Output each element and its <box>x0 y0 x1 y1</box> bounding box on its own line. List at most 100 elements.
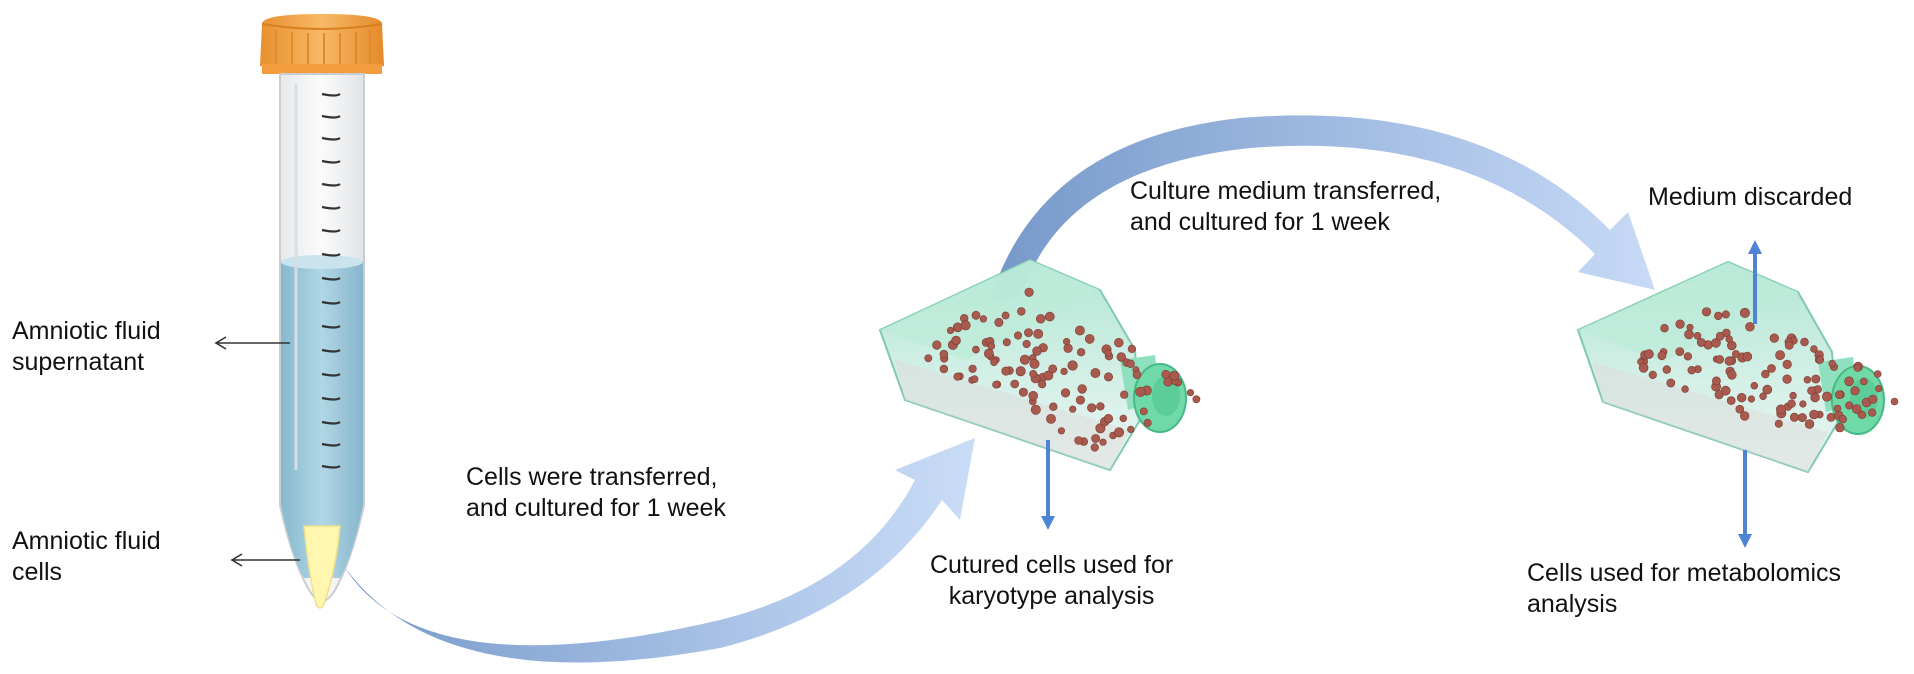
cell-dot <box>1075 395 1085 405</box>
cell-dot <box>1860 377 1868 386</box>
cell-dot <box>1114 427 1125 438</box>
cell-dot <box>1057 427 1065 435</box>
label-step2-line2: and cultured for 1 week <box>1130 208 1390 236</box>
cell-dot <box>994 317 1004 327</box>
cell-dot <box>1775 350 1785 360</box>
cell-dot <box>1018 387 1028 397</box>
label-supernatant-line2: supernatant <box>12 348 145 376</box>
cell-dot <box>1701 307 1712 317</box>
cell-dot <box>1161 369 1171 379</box>
flask-2-cells <box>1637 307 1899 433</box>
cell-dot <box>1675 347 1685 356</box>
cell-dot <box>1037 380 1047 389</box>
cell-dot <box>1103 414 1113 424</box>
cell-dot <box>1868 408 1877 417</box>
tube-graduations <box>321 92 341 469</box>
culture-flask-1 <box>878 258 1187 472</box>
cell-dot <box>1126 359 1135 368</box>
label-supernatant-line1: Amniotic fluid <box>12 317 161 345</box>
cell-dot <box>1032 346 1042 356</box>
cell-dot <box>939 349 949 359</box>
cell-dot <box>1826 412 1836 422</box>
label-step1-line1: Cells were transferred, <box>466 463 718 491</box>
cell-dot <box>1774 419 1783 428</box>
cell-dot <box>1090 368 1101 378</box>
cell-dot <box>1804 419 1815 429</box>
cell-dot <box>1803 376 1812 384</box>
cell-dot <box>1782 359 1792 370</box>
cell-dot <box>1048 364 1058 374</box>
cell-dot <box>1720 385 1731 396</box>
label-metabolomics: Cells used for metabolomics analysis <box>1527 558 1841 620</box>
cell-dot <box>1711 338 1721 348</box>
cell-dot <box>1028 390 1038 401</box>
cell-dot <box>1119 414 1128 423</box>
cell-dot <box>1029 358 1040 369</box>
cell-dot <box>960 320 971 331</box>
cell-dot <box>1714 311 1723 321</box>
cell-dot <box>1684 329 1694 340</box>
cell-dot <box>1759 392 1767 400</box>
cell-dot <box>1033 328 1044 339</box>
cell-dot <box>1745 322 1755 332</box>
tube-cap <box>260 14 384 71</box>
cell-dot <box>1675 319 1685 329</box>
cell-dot <box>1776 404 1786 415</box>
cell-dot <box>1019 354 1030 365</box>
cell-dot <box>1087 403 1097 413</box>
cell-dot <box>1735 404 1745 414</box>
cell-dot <box>1648 370 1657 380</box>
cell-dot <box>1017 307 1026 316</box>
cell-dot <box>1853 363 1862 372</box>
cell-dot <box>1022 339 1031 348</box>
cell-dot <box>1139 407 1148 416</box>
cell-dot <box>1797 413 1807 423</box>
cell-dot <box>1715 355 1724 364</box>
cell-dot <box>1784 340 1794 350</box>
cell-dot <box>1127 344 1136 354</box>
cell-pellet <box>303 525 341 609</box>
process-arrow-1 <box>344 438 975 663</box>
supernatant-liquid <box>281 257 363 578</box>
cell-dot <box>1015 366 1026 377</box>
cell-dot <box>987 342 996 350</box>
cell-dot <box>1644 349 1654 359</box>
cell-dot <box>1030 404 1041 415</box>
cell-dot <box>1686 323 1694 331</box>
cell-dot <box>1726 396 1736 405</box>
flask-1-cells <box>924 287 1201 452</box>
cell-dot <box>1049 402 1058 411</box>
cell-dot <box>1715 331 1725 341</box>
cell-dot <box>990 358 998 367</box>
cell-dot <box>1090 443 1099 452</box>
centrifuge-tube <box>260 14 384 609</box>
cell-dot <box>1696 338 1706 347</box>
cell-dot <box>971 310 981 320</box>
cell-dot <box>1132 370 1142 380</box>
cell-dot <box>1104 349 1112 357</box>
cell-dot <box>1045 311 1055 322</box>
cell-dot <box>1002 338 1011 347</box>
cell-dot <box>1657 351 1667 361</box>
cell-dot <box>968 364 977 373</box>
label-supernatant: Amniotic fluid supernatant <box>12 316 161 378</box>
cell-dot <box>1660 324 1669 333</box>
cell-dot <box>1762 384 1773 395</box>
cell-dot <box>1095 423 1106 434</box>
cell-dot <box>1060 367 1068 376</box>
cell-dot <box>1742 351 1753 362</box>
cell-dot <box>1833 404 1842 413</box>
cell-dot <box>1727 370 1737 380</box>
cell-dot <box>1811 374 1821 384</box>
cell-dot <box>1838 415 1847 424</box>
label-karyotype-line2: karyotype analysis <box>948 582 1155 610</box>
cell-dot <box>1747 395 1755 403</box>
cell-dot <box>1809 409 1819 420</box>
cell-dot <box>1873 370 1882 378</box>
cell-dot <box>1816 355 1825 364</box>
cell-dot <box>946 326 955 335</box>
cell-dot <box>1120 390 1129 399</box>
cell-dot <box>984 348 994 359</box>
